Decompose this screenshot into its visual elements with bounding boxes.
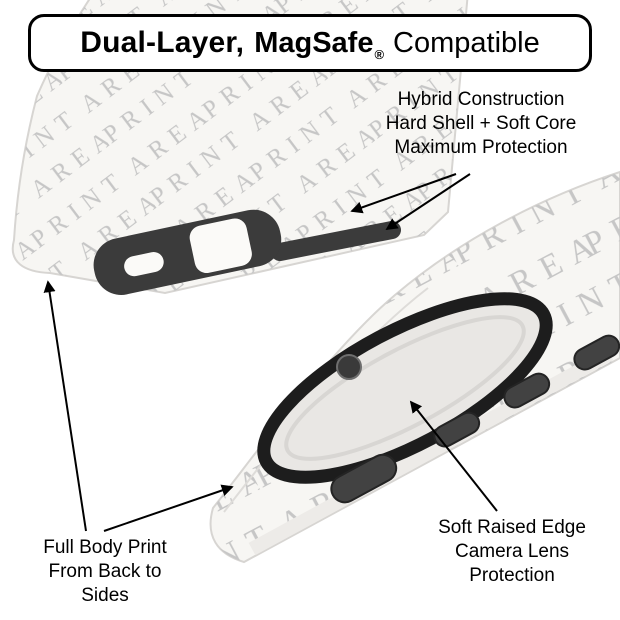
camera-lens-inner-shadow bbox=[284, 315, 526, 461]
hybrid-callout-line-2 bbox=[385, 173, 471, 230]
top-case bbox=[11, 0, 471, 295]
camera-callout-line1-text: Soft Raised Edge bbox=[438, 517, 586, 538]
bottom-case-rail-highlight bbox=[248, 347, 614, 556]
bottom-case bbox=[209, 171, 620, 563]
full-body-callout-line-2 bbox=[103, 484, 234, 532]
hybrid-callout-line1-text: Hybrid Construction bbox=[397, 89, 565, 110]
camera-cutout-plate bbox=[93, 209, 282, 295]
camera-protection-callout: Soft Raised Edge Camera Lens Protection bbox=[407, 516, 617, 588]
full-body-callout-line1-text: Full Body Print bbox=[43, 537, 167, 558]
full-body-callout-line2-text: From Back to bbox=[48, 560, 162, 582]
side-button bbox=[573, 334, 620, 371]
title-dual-layer: Dual-Layer, bbox=[80, 26, 245, 59]
callout-lines bbox=[43, 173, 498, 532]
side-button bbox=[503, 372, 551, 409]
camera-lens-raised-edge bbox=[257, 292, 553, 484]
camera-lens bbox=[336, 354, 362, 380]
camera-callout-line bbox=[409, 400, 498, 512]
title-banner: Dual-Layer, MagSafe ® Compatible bbox=[28, 14, 592, 72]
camera-cutout-square-hole bbox=[189, 218, 252, 274]
full-body-print-callout: Full Body Print From Back to Sides bbox=[10, 536, 200, 608]
camera-cutout-pill-hole bbox=[124, 252, 164, 277]
hybrid-construction-callout: Hybrid Construction Hard Shell + Soft Co… bbox=[352, 88, 610, 160]
hybrid-callout-line3-text: Maximum Protection bbox=[394, 136, 568, 158]
hybrid-callout-line-1 bbox=[350, 173, 457, 214]
camera-callout-line3-text: Protection bbox=[469, 564, 555, 586]
side-button bbox=[433, 411, 481, 448]
title-magsafe: MagSafe bbox=[254, 26, 374, 59]
hybrid-callout-line2-text: Hard Shell + Soft Core bbox=[385, 112, 577, 134]
registered-mark: ® bbox=[374, 47, 385, 62]
side-button-long bbox=[330, 453, 398, 504]
full-body-callout-line-1 bbox=[43, 280, 87, 532]
title-compatible: Compatible bbox=[393, 26, 540, 59]
top-case-soft-core-edge bbox=[271, 221, 401, 261]
full-body-callout-line3-text: Sides bbox=[81, 584, 129, 606]
camera-callout-line2-text: Camera Lens bbox=[454, 540, 570, 562]
